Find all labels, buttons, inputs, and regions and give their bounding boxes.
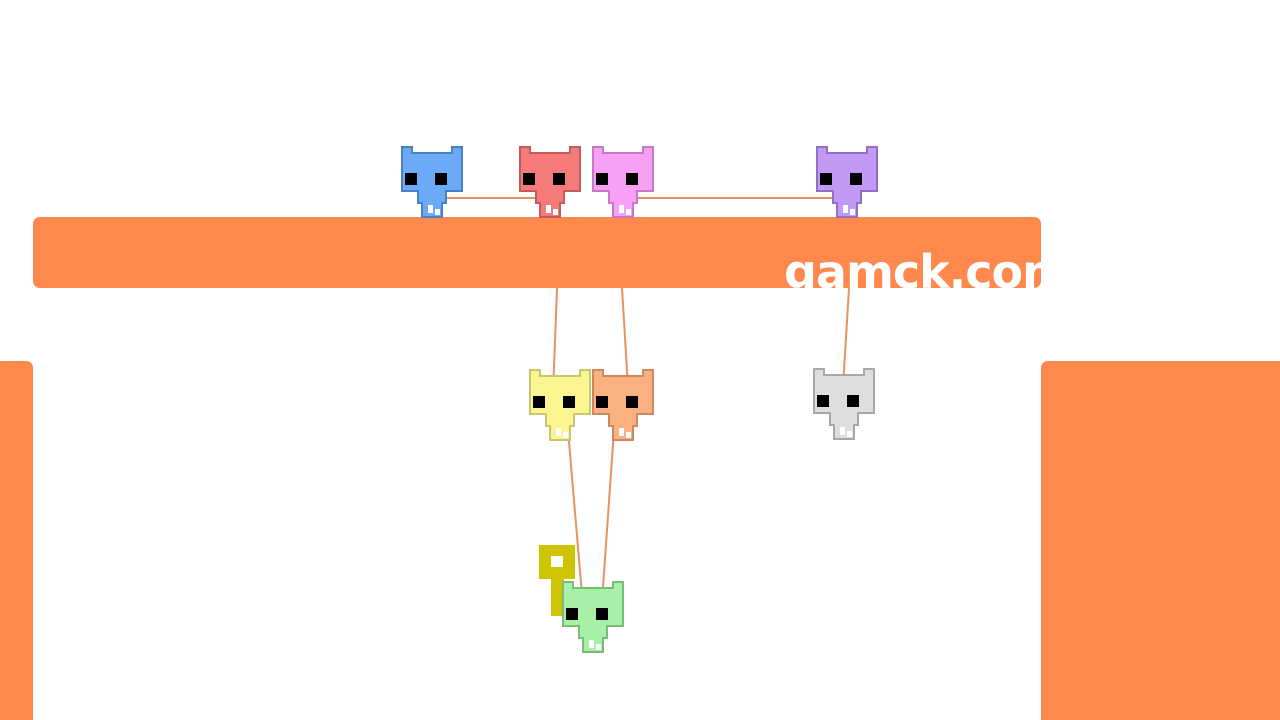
cat-body: [816, 146, 878, 218]
cat-foot-left: [843, 205, 848, 213]
cat-eye-left: [533, 396, 545, 408]
cat-foot-right: [435, 209, 440, 215]
cat-eye-right: [850, 173, 862, 185]
cat-foot-left: [428, 205, 433, 213]
cat-body: [813, 368, 875, 440]
cat-eye-right: [626, 396, 638, 408]
cat-foot-left: [840, 427, 845, 435]
cat-eye-left: [596, 396, 608, 408]
cat-eye-right: [563, 396, 575, 408]
cat-eye-right: [553, 173, 565, 185]
cat-blue[interactable]: [401, 146, 463, 218]
cat-foot-right: [847, 431, 852, 437]
key-icon[interactable]: [539, 545, 575, 616]
cat-body: [519, 146, 581, 218]
cat-foot-right: [553, 209, 558, 215]
cat-foot-left: [589, 640, 594, 648]
cat-foot-left: [619, 205, 624, 213]
cat-foot-left: [619, 428, 624, 436]
cat-foot-left: [556, 428, 561, 436]
cat-eye-left: [523, 173, 535, 185]
cat-eye-left: [820, 173, 832, 185]
cat-eye-right: [596, 608, 608, 620]
cat-body: [592, 369, 654, 441]
key-hole: [551, 556, 563, 567]
cat-green[interactable]: [562, 581, 624, 653]
cat-foot-right: [626, 432, 631, 438]
cat-body: [529, 369, 591, 441]
top-platform: [33, 217, 1041, 288]
cat-gray[interactable]: [813, 368, 875, 440]
cat-eye-right: [626, 173, 638, 185]
cat-eye-right: [847, 395, 859, 407]
cat-foot-right: [596, 644, 601, 650]
cat-pink[interactable]: [592, 146, 654, 218]
cat-foot-right: [850, 209, 855, 215]
cat-orange[interactable]: [592, 369, 654, 441]
cat-eye-right: [435, 173, 447, 185]
cat-red[interactable]: [519, 146, 581, 218]
cat-foot-left: [546, 205, 551, 213]
cat-body: [592, 146, 654, 218]
cat-eye-left: [596, 173, 608, 185]
cat-purple[interactable]: [816, 146, 878, 218]
left-wall: [0, 361, 33, 720]
cat-eye-left: [566, 608, 578, 620]
right-wall: [1041, 361, 1280, 720]
cat-foot-right: [626, 209, 631, 215]
cat-eye-left: [817, 395, 829, 407]
cat-foot-right: [563, 432, 568, 438]
cat-body: [562, 581, 624, 653]
cat-eye-left: [405, 173, 417, 185]
cat-body: [401, 146, 463, 218]
cat-yellow[interactable]: [529, 369, 591, 441]
